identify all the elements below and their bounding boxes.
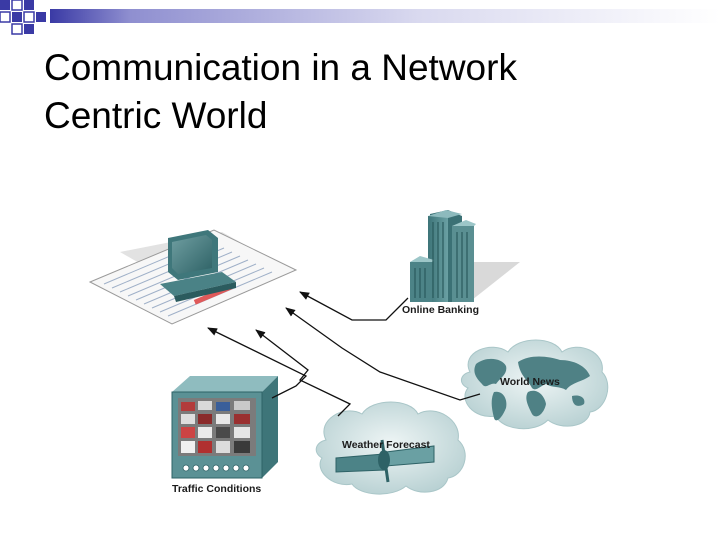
- weather-forecast-cloud: [315, 401, 466, 495]
- arrow-from-weather-forecast: [255, 329, 352, 417]
- header-bullet-squares: [0, 0, 46, 35]
- traffic-cars: [181, 401, 250, 453]
- slide-title-line-2: Centric World: [44, 95, 268, 136]
- traffic-conditions-monitor: [171, 376, 278, 479]
- slide-title-line-1: Communication in a Network: [44, 47, 517, 88]
- arrow-from-traffic-conditions: [207, 327, 308, 399]
- arrow-from-online-banking: [299, 291, 409, 321]
- header-gradient-bar: [50, 9, 720, 23]
- world-map-icon: [474, 356, 590, 421]
- client-computer-document: [88, 229, 298, 325]
- online-banking-buildings: [410, 210, 520, 302]
- label-traffic-conditions: Traffic Conditions: [172, 483, 261, 495]
- slide-title: Communication in a Network Centric World: [44, 44, 684, 140]
- computer-icon: [160, 230, 236, 302]
- label-world-news: World News: [500, 376, 560, 388]
- label-weather-forecast: Weather Forecast: [342, 439, 430, 451]
- world-news-cloud: [461, 339, 609, 430]
- connection-arrows: [207, 291, 481, 417]
- arrow-from-world-news: [285, 307, 481, 401]
- label-online-banking: Online Banking: [402, 304, 479, 316]
- monitor-buttons: [182, 464, 250, 472]
- wind-sock-icon: [335, 439, 435, 483]
- header-decoration: [0, 0, 720, 35]
